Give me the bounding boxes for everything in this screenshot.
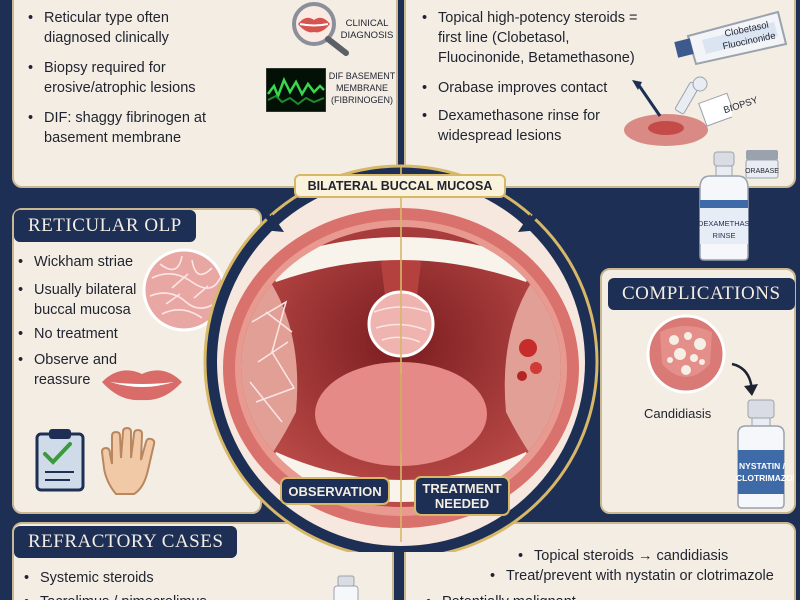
smiling-lips-icon <box>102 370 182 401</box>
dif-fluorescence-image <box>266 68 326 112</box>
dexamethasone-label: DEXAMETHASONE RINSE <box>698 219 766 240</box>
diagnosis-panel: Reticular type often diagnosed clinicall… <box>12 0 398 188</box>
complications-title: COMPLICATIONS <box>608 278 795 310</box>
candidiasis-tongue-circle <box>646 314 726 394</box>
observation-button[interactable]: OBSERVATION <box>280 477 390 505</box>
reticular-bullet: No treatment <box>18 324 164 344</box>
treatment-bullet: Orabase improves contact <box>422 78 628 98</box>
reticular-bullet: Wickham striae <box>18 252 164 272</box>
treatment-bullet: Dexamethasone rinse for widespread lesio… <box>422 106 628 146</box>
complication-note: Treat/prevent with nystatin or clotrimaz… <box>490 566 794 586</box>
oral-cavity-diagram <box>203 164 599 552</box>
biopsy-swab-icon <box>624 76 732 146</box>
dexamethasone-bottle <box>699 151 749 261</box>
treatment-needed-button[interactable]: TREATMENT NEEDED <box>414 476 510 516</box>
diagnosis-bullet: Reticular type often diagnosed clinicall… <box>28 8 214 48</box>
complication-note: Potentially malignant <box>426 592 702 600</box>
center-title: BILATERAL BUCCAL MUCOSA <box>294 174 506 198</box>
reticular-bullet: Usually bilateral buccal mucosa <box>18 280 164 320</box>
candidiasis-label: Candidiasis <box>644 406 712 421</box>
clinical-caption: CLINICAL DIAGNOSIS <box>340 18 394 41</box>
medicine-bottle-icon <box>333 575 359 600</box>
curved-arrow-icon <box>731 362 758 396</box>
treatment-bullet: Topical high-potency steroids = first li… <box>422 8 648 68</box>
open-hand-icon <box>100 426 156 495</box>
complication-note: Topical steroids → candidiasis <box>518 546 794 566</box>
magnifier-lips-icon <box>292 2 349 56</box>
reticular-bullet: Observe and reassure <box>18 350 144 390</box>
refractory-title: REFRACTORY CASES <box>14 526 238 558</box>
dif-caption: DIF BASEMENT MEMBRANE (FIBRINOGEN) <box>328 71 396 105</box>
refractory-bullet: Tacrolimus / pimecrolimus <box>24 592 280 600</box>
steroid-tube-icon <box>674 10 788 66</box>
nystatin-label: NYSTATIN / CLOTRIMAZOLE <box>736 461 794 483</box>
diagnosis-bullet: DIF: shaggy fibrinogen at basement membr… <box>28 108 214 148</box>
nystatin-bottle <box>737 399 785 509</box>
orabase-label: ORABASE <box>745 168 779 175</box>
orabase-jar-icon <box>745 150 779 179</box>
diagnosis-bullet: Biopsy required for erosive/atrophic les… <box>28 58 224 98</box>
reticular-title: RETICULAR OLP <box>14 210 196 242</box>
refractory-bullet: Systemic steroids <box>24 568 240 588</box>
clipboard-check-icon <box>35 429 85 492</box>
